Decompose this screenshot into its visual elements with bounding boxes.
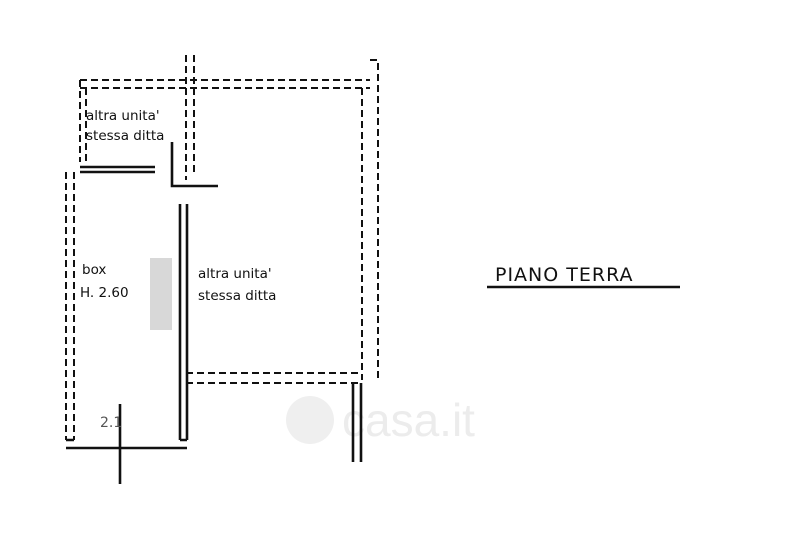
floor-title: PIANO TERRA [495,264,634,286]
box-right-wall [178,204,189,440]
watermark-logo-icon [286,396,334,444]
right-wall-lower [351,383,363,462]
blurred-mark [150,258,172,330]
watermark: casa.it [286,394,475,446]
top-left-unit-label-line1: altra unita' [86,108,160,124]
walls [65,55,379,484]
box-left-wall [65,172,75,440]
box-height-label: H. 2.60 [80,285,129,301]
top-center-stub [185,55,195,180]
right-wall [361,59,379,380]
watermark-text: casa.it [342,394,475,446]
box-bottom [66,438,187,450]
box-top-wall [80,165,155,174]
top-left-unit-left-wall [79,80,87,162]
center-unit-label-line1: altra unita' [198,266,272,282]
top-left-unit-label-line2: stessa ditta [86,128,164,144]
door-stub [170,142,218,188]
top-wall [80,79,370,89]
box-label: box [82,262,106,278]
dimension-note: 2.1 [100,415,122,431]
center-unit-bottom-wall [186,372,362,384]
center-unit-label-line2: stessa ditta [198,288,276,304]
